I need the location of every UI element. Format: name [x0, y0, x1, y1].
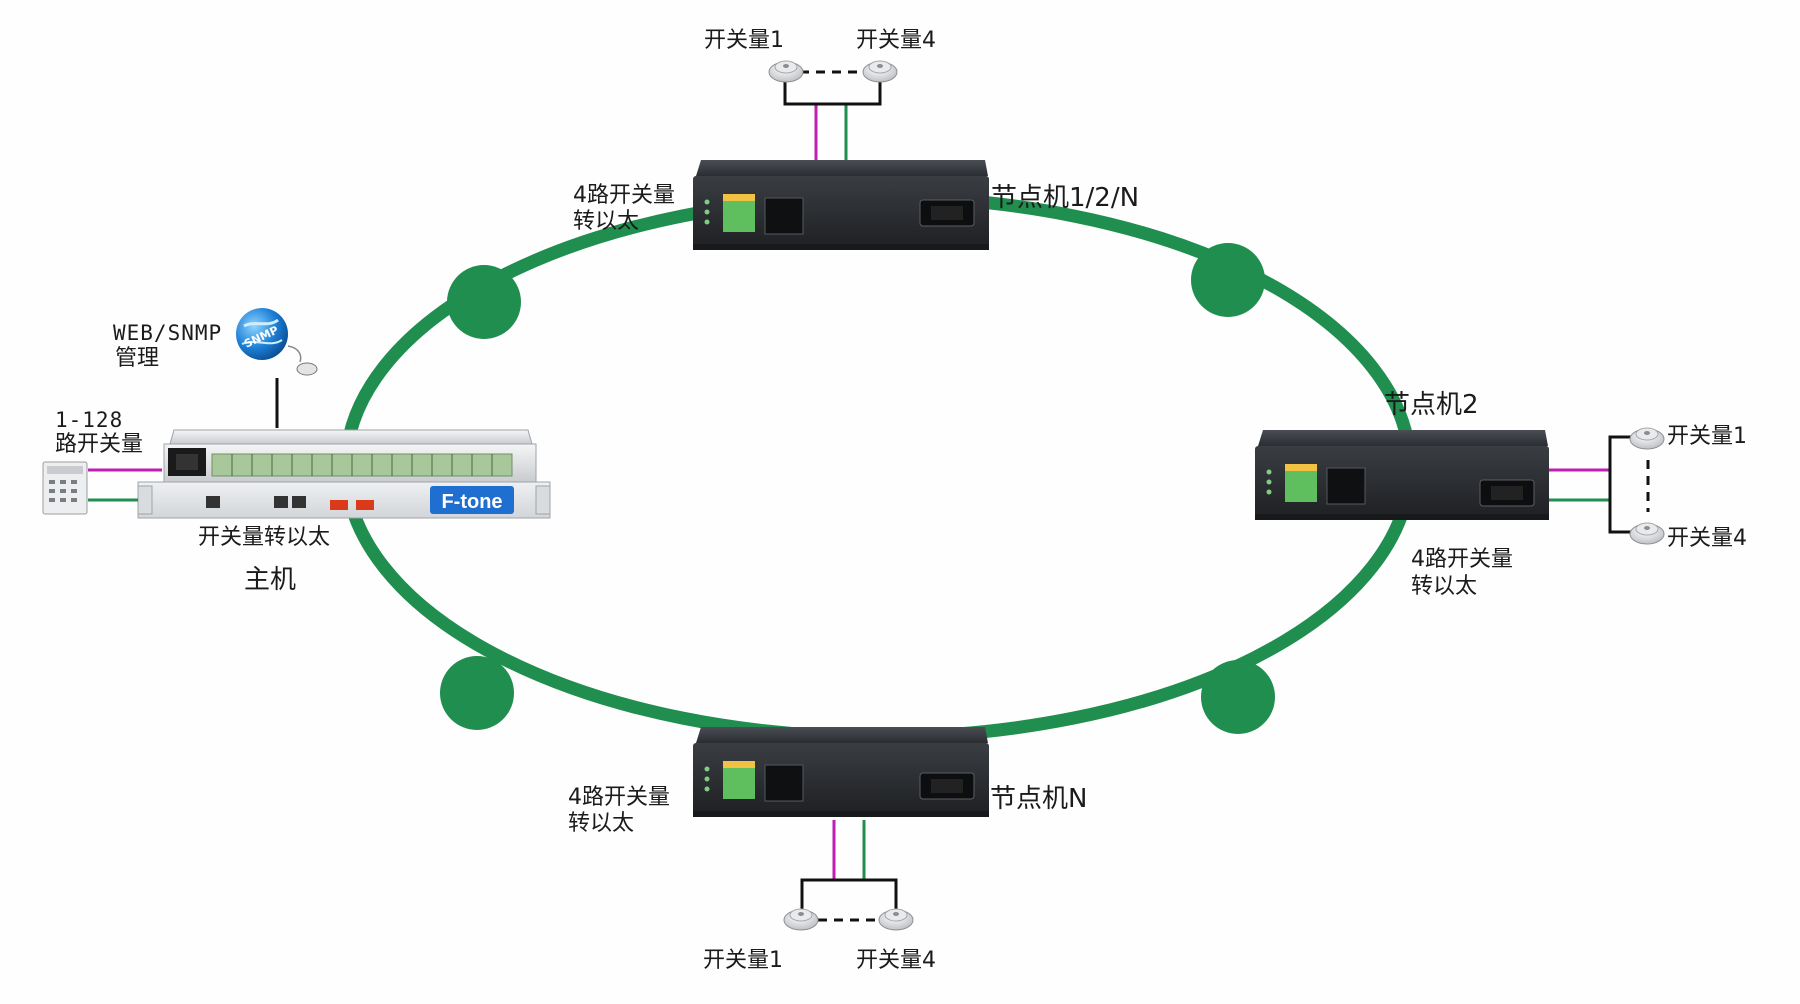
switch-label: 开关量1 [704, 28, 784, 53]
smoke-sensor-icon [783, 908, 819, 931]
brand-logo: F-tone [441, 491, 502, 513]
smoke-sensor-icon [1629, 427, 1665, 450]
converter-label-2: 转以太 [1411, 574, 1478, 599]
node-name: 节点机N [990, 784, 1088, 814]
converter-label-2: 转以太 [568, 811, 635, 836]
converter-label: 4路开关量 [1411, 547, 1513, 572]
management-label: 管理 [115, 346, 160, 371]
converter-device-bottom [693, 727, 989, 817]
converter-label: 4路开关量 [573, 183, 675, 208]
smoke-sensor-icon [878, 908, 914, 931]
converter-device-top [693, 160, 989, 250]
switch-label: 开关量1 [703, 948, 783, 973]
globe-icon: SNMP [236, 308, 288, 360]
host-rack-device: F-tone [137, 429, 551, 519]
ring-node-dot [1191, 243, 1265, 317]
right-switch-wiring [1549, 435, 1650, 534]
top-switch-wiring [783, 70, 882, 162]
switch-label: 开关量1 [1667, 424, 1747, 449]
ring-node-dot [1201, 660, 1275, 734]
smoke-sensor-icon [862, 60, 898, 83]
keypad-icon [42, 461, 88, 515]
switch-label: 开关量4 [856, 28, 936, 53]
smoke-sensor-icon [768, 60, 804, 83]
smoke-sensor-icon [1629, 522, 1665, 545]
converter-device-right [1255, 430, 1549, 520]
host-device-caption: 开关量转以太 [198, 525, 331, 550]
converter-label-2: 转以太 [573, 209, 640, 234]
switch-label: 开关量4 [1667, 526, 1747, 551]
node-name: 节点机2 [1384, 390, 1479, 420]
switch-label: 开关量4 [856, 948, 936, 973]
host-ports-label-2: 路开关量 [55, 432, 144, 457]
converter-label: 4路开关量 [568, 785, 670, 810]
web-snmp-label: WEB/SNMP [113, 321, 223, 345]
host-ports-label: 1-128 [55, 408, 124, 432]
ring-node-dot [440, 656, 514, 730]
mouse-icon [287, 345, 318, 376]
node-name: 节点机1/2/N [991, 183, 1140, 213]
ring-node-dot [447, 265, 521, 339]
bottom-switch-wiring [800, 820, 898, 922]
host-title: 主机 [244, 565, 297, 595]
